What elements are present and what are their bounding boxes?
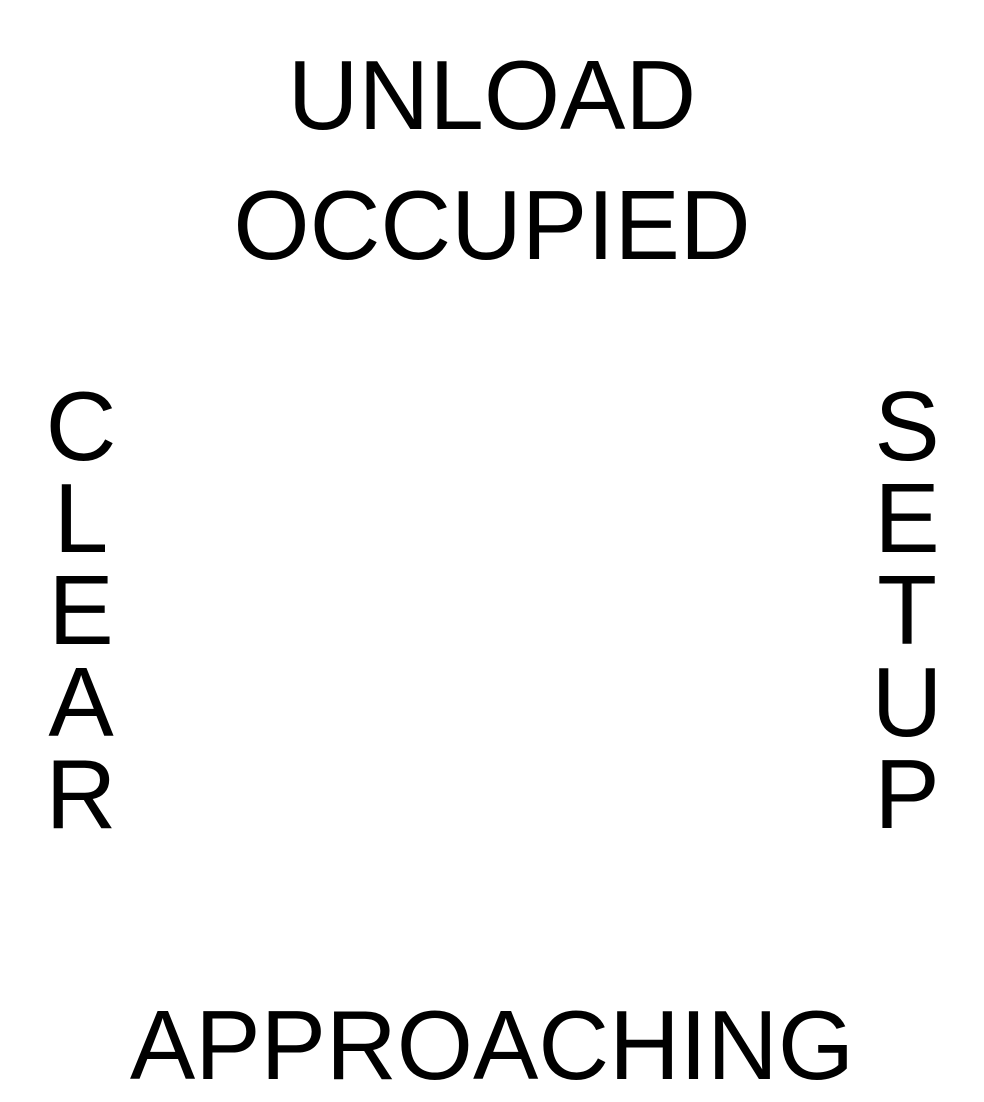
vertical-letter: E	[874, 463, 940, 573]
vertical-letter: P	[874, 739, 940, 849]
label-approaching: APPROACHING	[129, 990, 855, 1100]
vertical-letter: E	[48, 555, 114, 665]
vertical-letter: S	[874, 371, 940, 481]
vertical-letter: A	[48, 647, 114, 757]
vertical-letter: L	[53, 463, 109, 573]
label-unload: UNLOAD	[287, 40, 697, 150]
label-occupied: OCCUPIED	[233, 170, 751, 280]
vertical-letter: U	[871, 647, 943, 757]
vertical-letter: R	[45, 739, 117, 849]
vertical-letter: T	[877, 555, 937, 665]
vertical-letter: C	[45, 371, 117, 481]
